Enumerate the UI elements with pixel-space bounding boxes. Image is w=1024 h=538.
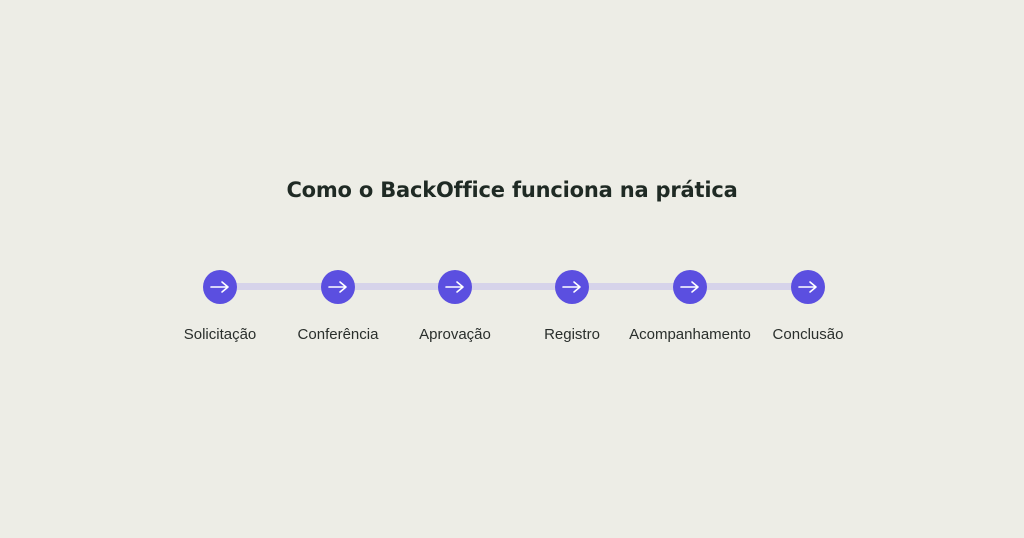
- arrow-right-icon: [680, 281, 699, 293]
- step-circle: [555, 270, 589, 304]
- arrow-right-icon: [328, 281, 347, 293]
- page-title: Como o BackOffice funciona na prática: [286, 178, 738, 202]
- step-circle: [673, 270, 707, 304]
- step-aprovacao: Aprovação: [385, 270, 525, 343]
- step-solicitacao: Solicitação: [150, 270, 290, 343]
- step-label: Registro: [544, 326, 600, 343]
- step-circle: [203, 270, 237, 304]
- arrow-right-icon: [798, 281, 817, 293]
- arrow-right-icon: [445, 281, 464, 293]
- step-circle: [321, 270, 355, 304]
- step-registro: Registro: [502, 270, 642, 343]
- step-conclusao: Conclusão: [738, 270, 878, 343]
- step-circle: [791, 270, 825, 304]
- step-label: Conferência: [297, 326, 379, 343]
- step-label: Aprovação: [419, 326, 491, 343]
- process-track: [220, 283, 808, 290]
- arrow-right-icon: [562, 281, 581, 293]
- step-circle: [438, 270, 472, 304]
- step-label: Conclusão: [772, 326, 844, 343]
- step-conferencia: Conferência: [268, 270, 408, 343]
- step-label: Acompanhamento: [629, 326, 751, 343]
- step-label: Solicitação: [183, 326, 257, 343]
- arrow-right-icon: [210, 281, 229, 293]
- step-acompanhamento: Acompanhamento: [620, 270, 760, 343]
